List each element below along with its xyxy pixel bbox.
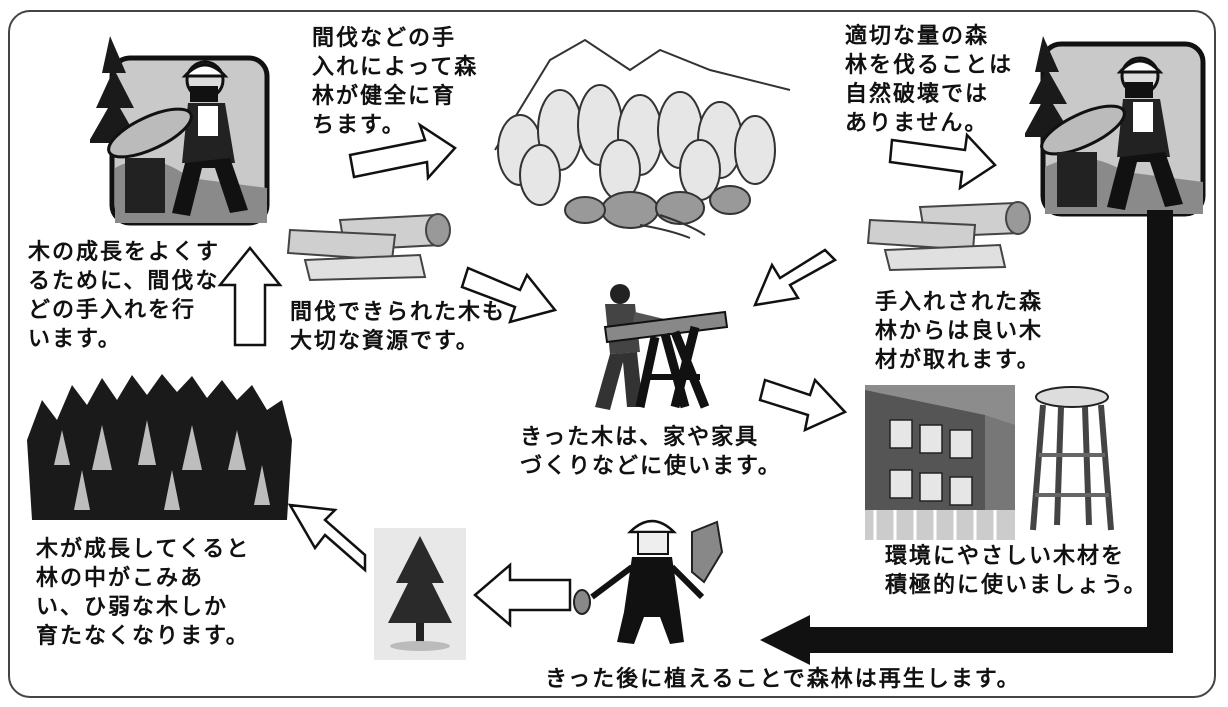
caption-crowded-forest: 木が成長してくると 林の中がこみあ い、ひ弱な木しか 育たなくなります。 — [36, 537, 251, 649]
caption-proper-cutting: 適切な量の森 林を伐ることは 自然破壊では ありません。 — [845, 24, 1014, 136]
arrow-return-to-planting — [805, 210, 1173, 653]
arrow-woodworker-to-building — [758, 377, 848, 433]
arrow-to-right-lumberjack — [888, 132, 997, 191]
wooden-stool-illustration — [1025, 385, 1120, 535]
caption-good-timber: 手入れされた森 林からは良い木 材が取れます。 — [875, 290, 1044, 373]
lumberjack-illustration-right — [1025, 32, 1210, 222]
diagram-frame — [8, 10, 1216, 698]
thinned-logs-illustration-right — [865, 195, 1040, 275]
young-tree-illustration — [374, 528, 466, 660]
healthy-forest-illustration — [490, 30, 800, 240]
woodworker-illustration — [565, 282, 730, 417]
arrow-planter-to-tree — [473, 562, 572, 628]
lumberjack-illustration-left — [90, 28, 275, 228]
caption-use-wood: きった木は、家や家具 づくりなどに使います。 — [520, 425, 782, 479]
arrow-logs-to-woodworker — [460, 266, 558, 324]
thinned-logs-illustration-left — [280, 205, 460, 285]
caption-do-thinning: 木の成長をよくす るために、間伐な どの手入れを行 います。 — [28, 240, 221, 352]
arrow-up-left — [217, 246, 283, 347]
caption-replant: きった後に植えることで森林は再生します。 — [545, 667, 1021, 692]
caption-thinned-wood: 間伐できられた木も 大切な資源です。 — [290, 300, 507, 354]
crowded-forest-illustration — [22, 370, 297, 525]
arrow-tree-to-crowded-forest — [287, 503, 367, 573]
tree-planter-illustration — [572, 512, 732, 652]
caption-eco-wood: 環境にやさしい木材を 積極的に使いましょう。 — [885, 544, 1148, 598]
arrow-right-logs-to-woodworker — [752, 248, 838, 307]
caption-thinning-grows: 間伐などの手 入れによって森 林が健全に育 ちます。 — [312, 26, 479, 138]
arrow-to-forest — [348, 121, 457, 182]
wooden-building-illustration — [865, 385, 1015, 540]
